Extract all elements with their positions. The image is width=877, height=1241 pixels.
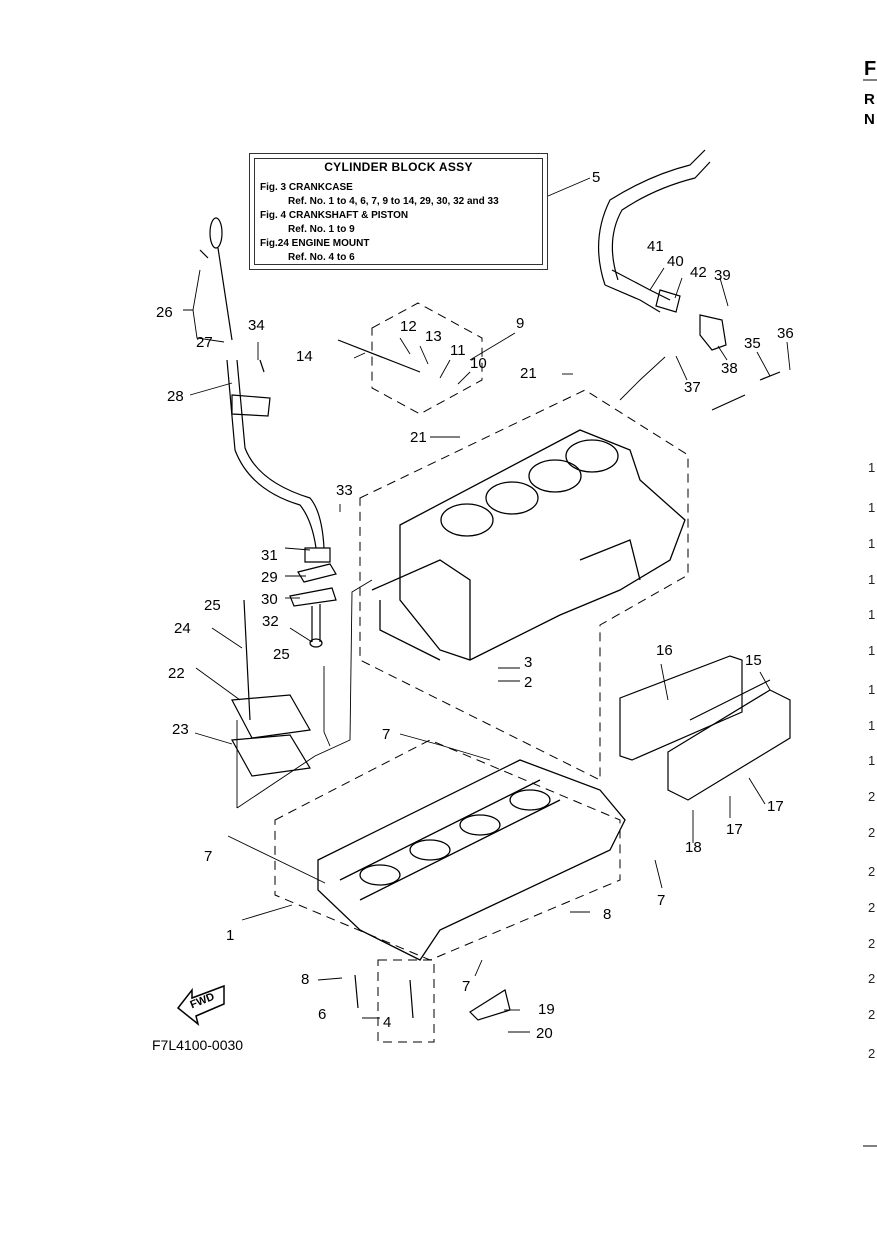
dipstick [199, 217, 233, 341]
callout-20: 20 [536, 1025, 553, 1042]
callout-1: 1 [226, 927, 235, 944]
callout-22: 22 [168, 665, 185, 682]
edge-number: 1 [868, 607, 876, 622]
info-line-fig4: Fig. 4 CRANKSHAFT & PISTON [260, 210, 409, 221]
callout-37: 37 [684, 379, 701, 396]
edge-number: 1 [868, 643, 876, 658]
info-box-title: CYLINDER BLOCK ASSY [324, 160, 473, 174]
callout-23: 23 [172, 721, 189, 738]
callout-21a: 21 [520, 365, 537, 382]
edge-number: 2 [868, 789, 876, 804]
edge-letter-f: F [864, 58, 877, 80]
callout-35: 35 [744, 335, 761, 352]
callout-6: 6 [318, 1006, 327, 1023]
callout-33: 33 [336, 482, 353, 499]
edge-number: 2 [868, 1007, 876, 1022]
group-outline-lower [274, 739, 621, 961]
edge-letter-r: R [864, 91, 875, 108]
callout-26: 26 [156, 304, 173, 321]
edge-number: 2 [868, 825, 876, 840]
edge-number: 2 [868, 864, 876, 879]
info-line-fig24: Fig.24 ENGINE MOUNT [260, 238, 370, 249]
callout-12: 12 [400, 318, 417, 335]
callout-7a: 7 [382, 726, 391, 743]
edge-number: 1 [868, 536, 876, 551]
callout-13: 13 [425, 328, 442, 345]
bracket [469, 989, 511, 1021]
edge-number: 1 [868, 500, 876, 515]
callout-21b: 21 [410, 429, 427, 446]
dipstick-guide-tube [226, 359, 325, 549]
oil-tube [289, 547, 337, 648]
callout-25a: 25 [204, 597, 221, 614]
edge-number: 1 [868, 753, 876, 768]
edge-number: 1 [868, 460, 876, 475]
info-box-inner-border [254, 158, 543, 265]
info-line-fig4-refs: Ref. No. 1 to 9 [288, 224, 355, 235]
edge-letter-n: N [864, 111, 875, 128]
callout-11: 11 [450, 342, 466, 359]
callout-39: 39 [714, 267, 731, 284]
group-outline-9 [371, 302, 483, 415]
callout-34: 34 [248, 317, 265, 334]
bolts [243, 339, 781, 1019]
crankcase [317, 759, 626, 961]
callout-32: 32 [262, 613, 279, 630]
callout-25b: 25 [273, 646, 290, 663]
group-outline-bolts [377, 959, 435, 1043]
callout-9: 9 [516, 315, 525, 332]
callout-3: 3 [524, 654, 533, 671]
callout-29: 29 [261, 569, 278, 586]
callout-8b: 8 [301, 971, 310, 988]
callout-28: 28 [167, 388, 184, 405]
callout-15: 15 [745, 652, 762, 669]
info-line-fig3: Fig. 3 CRANKCASE [260, 182, 353, 193]
cover-plate [619, 655, 791, 801]
callout-16: 16 [656, 642, 673, 659]
callout-7b: 7 [204, 848, 213, 865]
info-line-fig24-refs: Ref. No. 4 to 6 [288, 252, 355, 263]
callout-30: 30 [261, 591, 278, 608]
edge-number: 2 [868, 1046, 876, 1061]
edge-number: 1 [868, 682, 876, 697]
figure-caption: F7L4100-0030 [152, 1037, 244, 1053]
callout-40: 40 [667, 253, 684, 270]
callout-27: 27 [196, 334, 213, 351]
callout-14: 14 [296, 348, 313, 365]
edge-number: 2 [868, 936, 876, 951]
edge-number: 1 [868, 572, 876, 587]
callout-18: 18 [685, 839, 702, 856]
callout-7c: 7 [657, 892, 666, 909]
callout-24: 24 [174, 620, 191, 637]
plates [231, 694, 311, 777]
callout-38: 38 [721, 360, 738, 377]
callout-31: 31 [261, 547, 278, 564]
info-box: CYLINDER BLOCK ASSY Fig. 3 CRANKCASE Ref… [249, 153, 548, 270]
edge-number: 1 [868, 718, 876, 733]
cylinder-block [371, 429, 686, 661]
callout-41: 41 [647, 238, 664, 255]
info-line-fig3-refs: Ref. No. 1 to 4, 6, 7, 9 to 14, 29, 30, … [288, 196, 499, 207]
edge-number: 2 [868, 971, 876, 986]
callout-19: 19 [538, 1001, 555, 1018]
callout-17b: 17 [726, 821, 743, 838]
callout-2: 2 [524, 674, 533, 691]
edge-number: 2 [868, 900, 876, 915]
callout-8a: 8 [603, 906, 612, 923]
callout-42: 42 [690, 264, 707, 281]
callout-5: 5 [592, 169, 601, 186]
callout-36: 36 [777, 325, 794, 342]
callout-4: 4 [383, 1014, 392, 1031]
group-outline-block [359, 389, 689, 781]
callout-17a: 17 [767, 798, 784, 815]
fwd-arrow-icon [176, 984, 225, 1026]
callout-10: 10 [470, 355, 487, 372]
callout-7d: 7 [462, 978, 471, 995]
